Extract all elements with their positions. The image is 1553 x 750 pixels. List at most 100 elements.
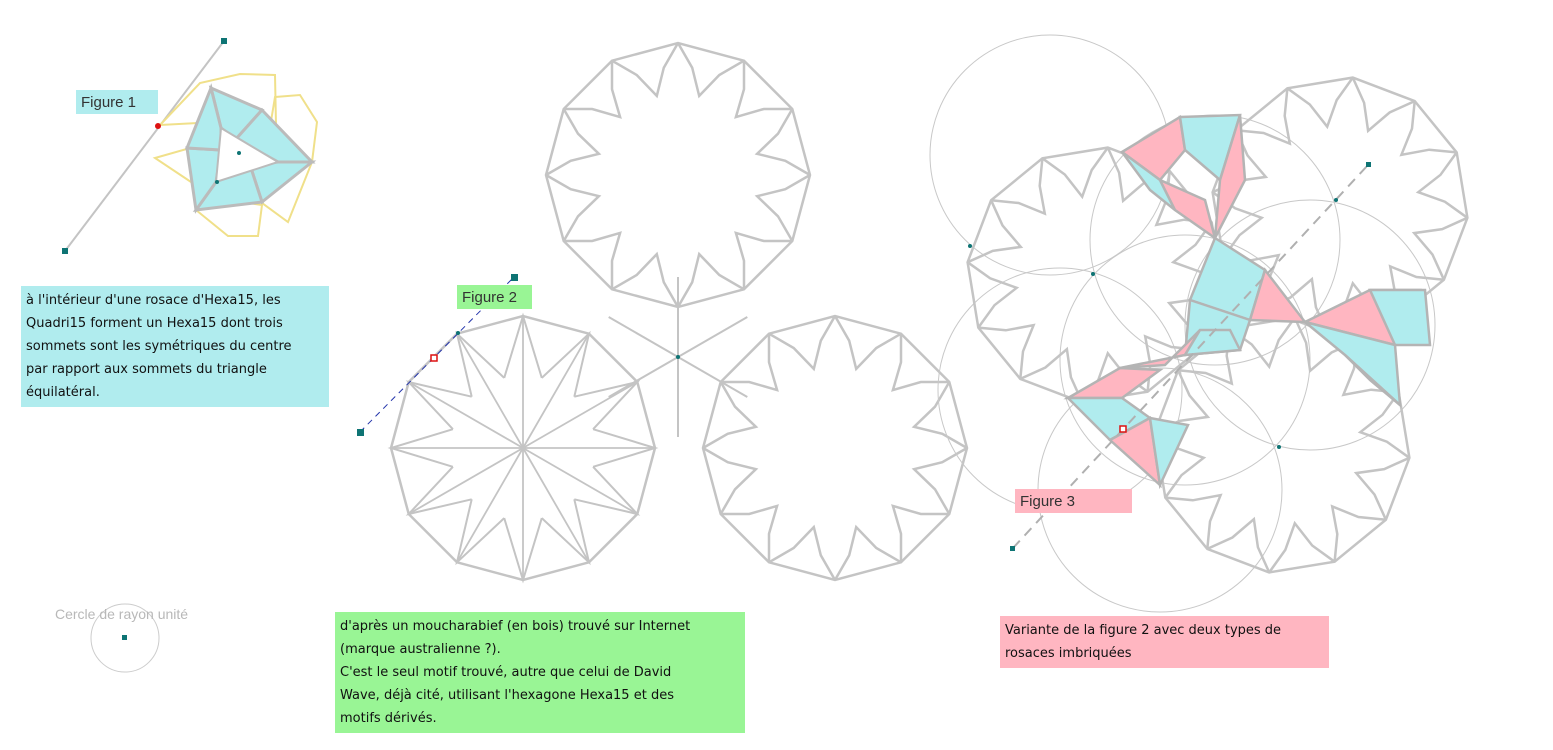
figure3-point-red[interactable]	[1119, 425, 1127, 433]
figure2-rosace-top-petal	[754, 108, 811, 177]
figure3-rosace-bottom-petal	[1330, 504, 1387, 562]
figure2-point-bottom[interactable]	[357, 429, 364, 436]
figure3-point-bottom[interactable]	[1010, 546, 1015, 551]
figure2-rosace-top-petal	[754, 173, 811, 242]
figure2-rosace-right-petal	[768, 315, 837, 372]
figure3-colored-quad	[1119, 114, 1187, 182]
figure3-point-d	[1277, 445, 1281, 449]
figure3-rosace-top-right-petal	[1235, 88, 1292, 146]
figure3-overlay	[968, 162, 1371, 551]
figure2-rosace-top-petal	[563, 231, 622, 290]
figure1-note-line: équilatéral.	[26, 385, 100, 400]
figure1-note-line: Quadri15 forment un Hexa15 dont trois	[26, 316, 283, 331]
figure2-rosace-right-outline	[701, 314, 969, 582]
figure2-rosace-top-petal	[545, 108, 602, 177]
figure1-inner-triangle	[214, 126, 281, 184]
figure2-rosace-right-petal	[891, 333, 950, 392]
figure3-rosace-left-petal	[966, 261, 1020, 329]
figure2-center-spoke	[677, 316, 748, 358]
figure2-rosace-right-petal	[833, 524, 902, 581]
figure3-rosace-left-petal	[990, 158, 1047, 216]
figure1-note-line: à l'intérieur d'une rosace d'Hexa15, les	[26, 293, 281, 308]
figure2-center-point	[676, 355, 680, 359]
figure2-rosace-top-outline	[544, 41, 812, 309]
figure3-rosace-bottom-petal	[1165, 493, 1223, 550]
figure3-point-b	[1091, 272, 1095, 276]
figure1-diagram	[62, 38, 319, 254]
figure3-colored-quad	[1157, 177, 1218, 241]
figure2-diagram	[357, 41, 969, 584]
figure3-rosace-bottom-petal	[1357, 391, 1411, 459]
figure2-rosace-left-spoke	[456, 333, 524, 449]
figure3-point-top[interactable]	[1366, 162, 1371, 167]
figure3-rosace-bottom-petal	[1268, 520, 1336, 574]
figure2-center-spoke	[608, 316, 679, 358]
figure3-rosace-top-right-petal	[1351, 77, 1416, 134]
figure2-center-spoke	[677, 356, 748, 398]
figure1-note: à l'intérieur d'une rosace d'Hexa15, les…	[21, 286, 329, 407]
figure2-note-line: (marque australienne ?).	[340, 642, 501, 657]
figure2-rosace-right-petal	[833, 315, 902, 372]
figure2-point-top[interactable]	[511, 274, 518, 281]
figure1-center-point	[237, 151, 241, 155]
figure2-rosace-right-petal	[911, 381, 968, 450]
figure3-rosace-top-right-petal	[1399, 100, 1457, 157]
figure2-rosace-left-spoke	[456, 447, 524, 563]
unit-circle-diagram	[90, 603, 160, 673]
figure3-rosace-top-right-petal	[1286, 76, 1354, 130]
figure2-label: Figure 2	[457, 285, 532, 309]
figure3-rosace-left-petal	[1041, 146, 1109, 200]
figure2-small-point	[456, 331, 460, 335]
figure3-note-line: rosaces imbriquées	[1005, 646, 1132, 661]
figure3-construction-circle-6	[1184, 199, 1436, 451]
figure3-rosace-bottom-petal	[1353, 456, 1410, 521]
figure3-colored-quad	[1344, 354, 1401, 406]
figure2-rosace-top-petal	[676, 251, 745, 308]
figure1-label: Figure 1	[76, 90, 158, 114]
figure3-rosace-left-petal	[978, 323, 1036, 380]
figure2-rosace-left-kite	[455, 499, 505, 566]
figure2-rosace-left-spoke	[522, 381, 638, 449]
unit-circle-caption: Cercle de rayon unité	[55, 606, 189, 622]
figure3-dashed-line	[1012, 164, 1369, 549]
figure1-point-top[interactable]	[221, 38, 227, 44]
figure2-rosace-right-petal	[720, 504, 779, 563]
figure2-rosace-top-petal	[563, 60, 622, 119]
figure2-rosace-left-spoke	[522, 447, 590, 563]
figure1-vertex-point	[215, 180, 219, 184]
figure3-diagram	[929, 34, 1469, 613]
figure2-rosace-left-kite	[455, 330, 505, 397]
figure2-rosace-left-spoke	[408, 447, 524, 515]
figure1-note-line: sommets sont les symétriques du centre	[26, 339, 292, 354]
figure2-rosace-left-spoke	[522, 447, 638, 515]
figure3-point-c	[968, 244, 972, 248]
figure1-axis-line	[64, 40, 225, 252]
figure1-point-red[interactable]	[155, 123, 161, 129]
figure2-rosace-right-petal	[702, 381, 759, 450]
figure2-rosace-right-petal	[891, 504, 950, 563]
figure2-rosace-left-kite	[405, 380, 472, 430]
figure3-rosace-bottom-petal	[1206, 516, 1271, 573]
figure2-rosace-right-petal	[702, 446, 759, 515]
figure2-rosace-top-petal	[611, 42, 680, 99]
figure3-note-line: Variante de la figure 2 avec deux types …	[1005, 623, 1282, 638]
figure2-dashed-line	[359, 276, 515, 433]
figure2-point-red[interactable]	[430, 354, 438, 362]
figure3-note: Variante de la figure 2 avec deux types …	[1000, 616, 1329, 668]
figure2-rosace-top-petal	[545, 173, 602, 242]
figure3-construction-circle-5	[1059, 234, 1311, 486]
unit-circle-center-point[interactable]	[122, 635, 127, 640]
figure3-rosace-top-right-petal	[1415, 151, 1469, 219]
figure3-colored-quad	[1248, 267, 1308, 324]
figure2-note-line: d'après un moucharabief (en bois) trouvé…	[340, 619, 691, 634]
figure2-rosace-left-kite	[574, 466, 641, 516]
figure3-rosace-left-petal	[967, 199, 1024, 264]
figure2-rosace-left-kite	[574, 380, 641, 430]
figure2-rosace-top-petal	[676, 42, 745, 99]
figure2-note-line: C'est le seul motif trouvé, autre que ce…	[340, 665, 672, 680]
figure2-rosace-right-petal	[720, 333, 779, 392]
figure1-point-bottom[interactable]	[62, 248, 68, 254]
figure2-rosace-left-kite	[405, 466, 472, 516]
figure2-rosace-left-kite	[541, 330, 591, 397]
